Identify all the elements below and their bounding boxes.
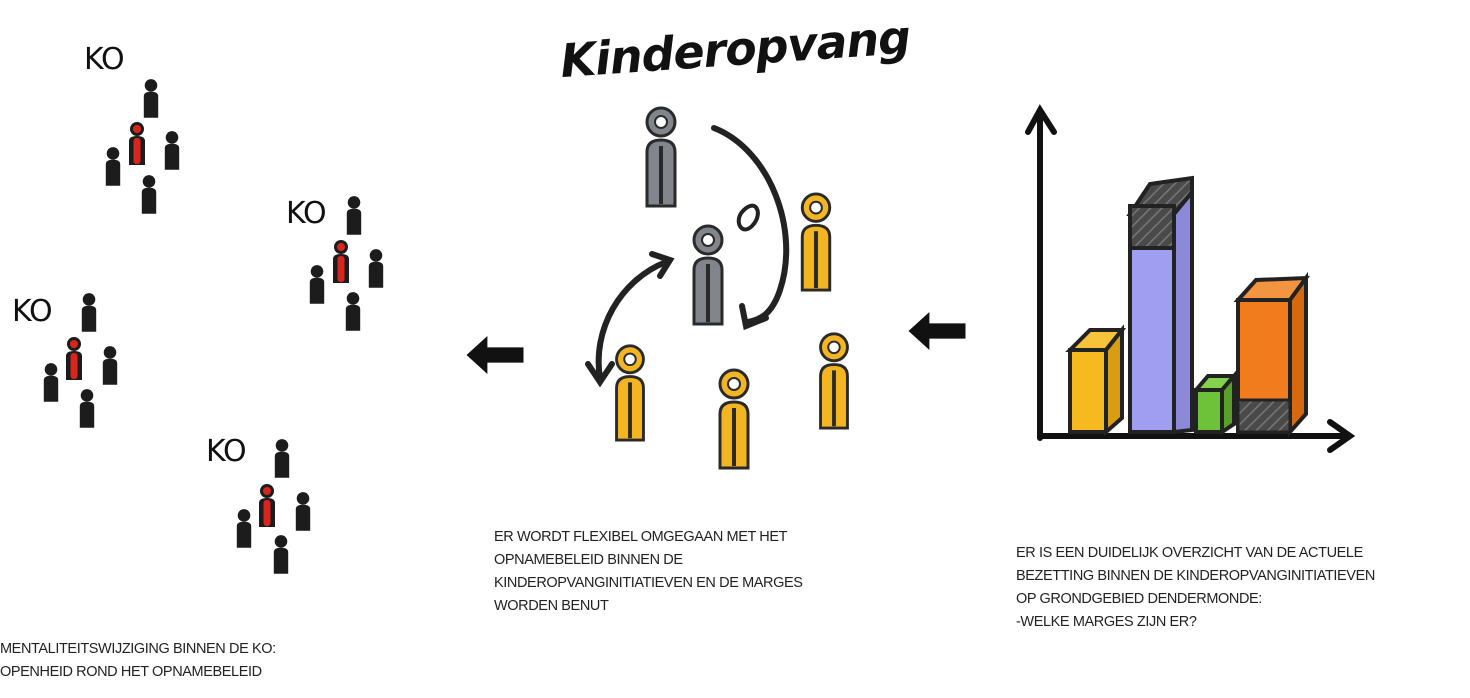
person-icon	[66, 337, 82, 380]
person-icon	[802, 194, 829, 290]
caption-line: WORDEN BENUT	[494, 598, 609, 614]
person-icon	[102, 346, 118, 385]
person-icon	[164, 131, 180, 170]
person-icon	[368, 249, 384, 288]
caption-line: ER WORDT FLEXIBEL OMGEGAAN MET HET	[494, 529, 788, 545]
person-icon	[720, 370, 748, 468]
arrow-left-icon	[908, 312, 966, 350]
caption-line: BEZETTING BINNEN DE KINDEROPVANGINITIATI…	[1016, 568, 1375, 584]
caption-line: OPNAMEBELEID BINNEN DE	[494, 552, 683, 568]
caption-right: ER IS EEN DUIDELIJK OVERZICHT VAN DE ACT…	[1016, 542, 1375, 634]
person-icon	[274, 439, 290, 478]
caption-line: OP GRONDGEBIED DENDERMONDE:	[1016, 591, 1262, 607]
person-icon	[647, 108, 675, 206]
kinderopvang-people	[617, 108, 848, 468]
person-cluster-4	[236, 439, 311, 574]
caption-line: KINDEROPVANGINITIATIEVEN EN DE MARGES	[494, 575, 803, 591]
person-icon	[43, 363, 59, 402]
person-icon	[105, 147, 121, 186]
person-cluster-3	[43, 293, 118, 428]
caption-line: OPENHEID ROND HET OPNAMEBELEID	[0, 664, 262, 680]
bar-chart-icon	[1025, 104, 1356, 453]
caption-left: MENTALITEITSWIJZIGING BINNEN DE KO: OPEN…	[0, 638, 276, 684]
person-icon	[236, 509, 252, 548]
person-cluster-2	[309, 196, 384, 331]
person-icon	[295, 492, 311, 531]
person-icon	[617, 346, 644, 440]
person-cluster-1	[105, 79, 180, 214]
person-icon	[694, 226, 722, 324]
caption-line: -WELKE MARGES ZIJN ER?	[1016, 614, 1197, 630]
ko-label-2: KO	[286, 196, 327, 231]
arrow-left-icon	[466, 336, 524, 374]
ko-label-3: KO	[12, 294, 53, 329]
person-icon	[309, 265, 325, 304]
person-icon	[821, 334, 848, 428]
person-icon	[333, 240, 349, 283]
person-icon	[129, 122, 145, 165]
caption-line: ER IS EEN DUIDELIJK OVERZICHT VAN DE ACT…	[1016, 545, 1363, 561]
person-icon	[259, 484, 275, 527]
person-icon	[81, 293, 97, 332]
person-icon	[141, 175, 157, 214]
person-icon	[79, 389, 95, 428]
person-icon	[346, 196, 362, 235]
caption-middle: ER WORDT FLEXIBEL OMGEGAAN MET HET OPNAM…	[494, 526, 803, 618]
person-icon	[345, 292, 361, 331]
person-icon	[273, 535, 289, 574]
ko-label-1: KO	[84, 42, 125, 77]
ko-label-4: KO	[206, 434, 247, 469]
person-icon	[143, 79, 159, 118]
curved-arrow-icon	[585, 125, 790, 388]
caption-line: MENTALITEITSWIJZIGING BINNEN DE KO:	[0, 641, 276, 657]
